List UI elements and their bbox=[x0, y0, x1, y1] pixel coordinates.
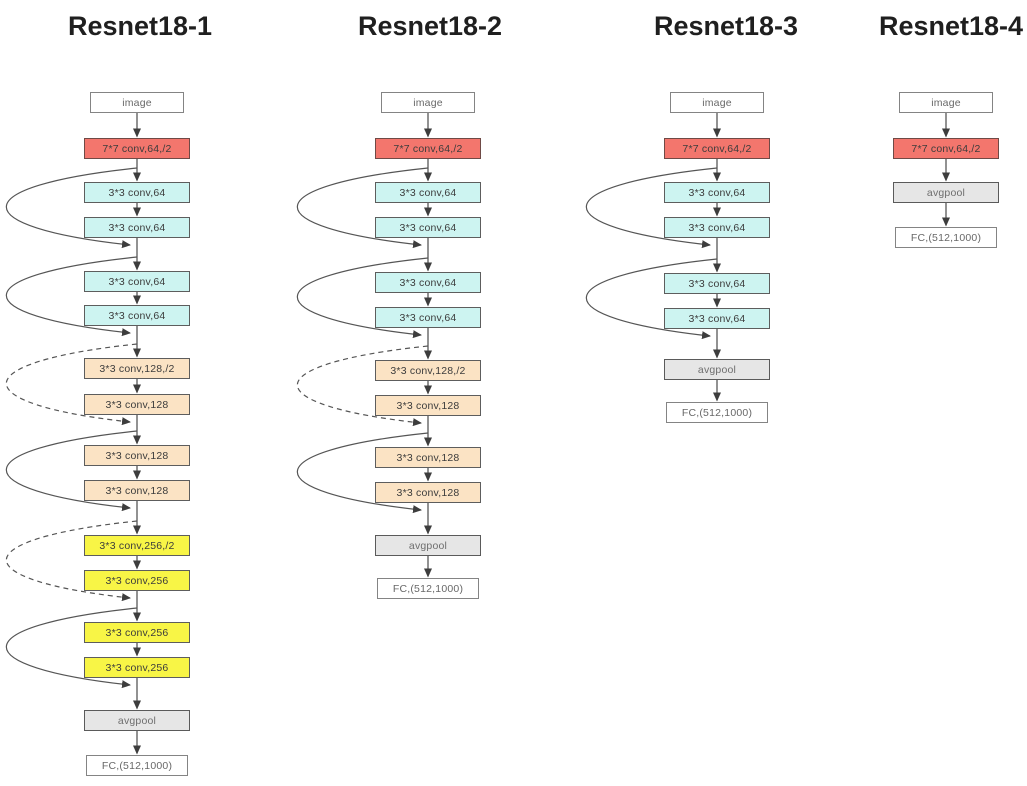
column-title-resnet18-2: Resnet18-2 bbox=[357, 11, 503, 41]
skip-connection-solid bbox=[5, 607, 138, 689]
image-node: image bbox=[381, 92, 475, 113]
fc-node: FC,(512,1000) bbox=[377, 578, 479, 599]
conv-node: 3*3 conv,256,/2 bbox=[84, 535, 190, 556]
conv-node: 7*7 conv,64,/2 bbox=[84, 138, 190, 159]
conv-node: 3*3 conv,256 bbox=[84, 657, 190, 678]
conv-node: 3*3 conv,128 bbox=[375, 482, 481, 503]
skip-connection-dashed bbox=[5, 520, 138, 602]
conv-node: 3*3 conv,64 bbox=[664, 273, 770, 294]
skip-connection-solid bbox=[585, 167, 718, 249]
conv-node: 7*7 conv,64,/2 bbox=[375, 138, 481, 159]
skip-connection-solid bbox=[296, 167, 429, 249]
conv-node: 3*3 conv,128 bbox=[84, 480, 190, 501]
image-node: image bbox=[670, 92, 764, 113]
conv-node: 3*3 conv,64 bbox=[84, 182, 190, 203]
conv-node: 3*3 conv,64 bbox=[375, 307, 481, 328]
image-node: image bbox=[90, 92, 184, 113]
image-node: image bbox=[899, 92, 993, 113]
skip-connection-solid bbox=[585, 258, 718, 340]
skip-connection-dashed bbox=[5, 343, 138, 426]
conv-node: 3*3 conv,128 bbox=[84, 394, 190, 415]
conv-node: 3*3 conv,256 bbox=[84, 622, 190, 643]
conv-node: 3*3 conv,128,/2 bbox=[84, 358, 190, 379]
avgpool-node: avgpool bbox=[375, 535, 481, 556]
conv-node: 3*3 conv,64 bbox=[375, 217, 481, 238]
skip-connection-solid bbox=[5, 256, 138, 337]
conv-node: 3*3 conv,256 bbox=[84, 570, 190, 591]
skip-connection-solid bbox=[296, 257, 429, 339]
conv-node: 3*3 conv,128 bbox=[84, 445, 190, 466]
fc-node: FC,(512,1000) bbox=[895, 227, 997, 248]
skip-connection-solid bbox=[296, 432, 429, 514]
conv-node: 3*3 conv,64 bbox=[664, 308, 770, 329]
column-title-resnet18-3: Resnet18-3 bbox=[653, 11, 799, 41]
conv-node: 7*7 conv,64,/2 bbox=[664, 138, 770, 159]
avgpool-node: avgpool bbox=[664, 359, 770, 380]
skip-connection-solid bbox=[5, 430, 138, 512]
column-title-resnet18-1: Resnet18-1 bbox=[67, 11, 213, 41]
skip-connection-solid bbox=[5, 167, 138, 249]
conv-node: 3*3 conv,128,/2 bbox=[375, 360, 481, 381]
conv-node: 3*3 conv,64 bbox=[84, 305, 190, 326]
avgpool-node: avgpool bbox=[84, 710, 190, 731]
fc-node: FC,(512,1000) bbox=[86, 755, 188, 776]
conv-node: 3*3 conv,64 bbox=[375, 182, 481, 203]
conv-node: 3*3 conv,64 bbox=[84, 271, 190, 292]
conv-node: 7*7 conv,64,/2 bbox=[893, 138, 999, 159]
avgpool-node: avgpool bbox=[893, 182, 999, 203]
column-title-resnet18-4: Resnet18-4 bbox=[878, 11, 1024, 41]
fc-node: FC,(512,1000) bbox=[666, 402, 768, 423]
conv-node: 3*3 conv,64 bbox=[664, 182, 770, 203]
skip-connection-dashed bbox=[296, 345, 429, 427]
conv-node: 3*3 conv,128 bbox=[375, 395, 481, 416]
conv-node: 3*3 conv,64 bbox=[375, 272, 481, 293]
conv-node: 3*3 conv,128 bbox=[375, 447, 481, 468]
conv-node: 3*3 conv,64 bbox=[664, 217, 770, 238]
conv-node: 3*3 conv,64 bbox=[84, 217, 190, 238]
